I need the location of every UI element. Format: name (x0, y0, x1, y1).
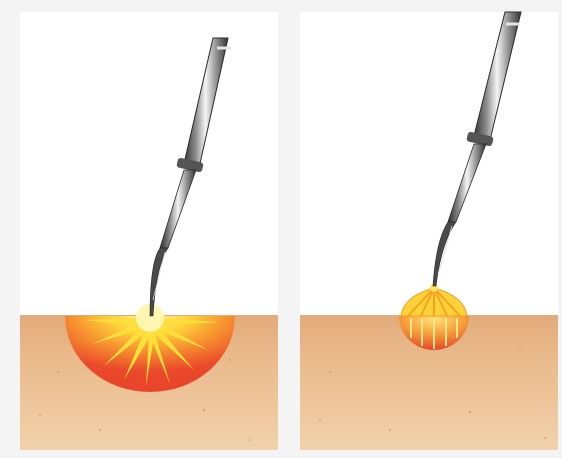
left-panel (20, 12, 278, 450)
right-panel (300, 12, 558, 450)
